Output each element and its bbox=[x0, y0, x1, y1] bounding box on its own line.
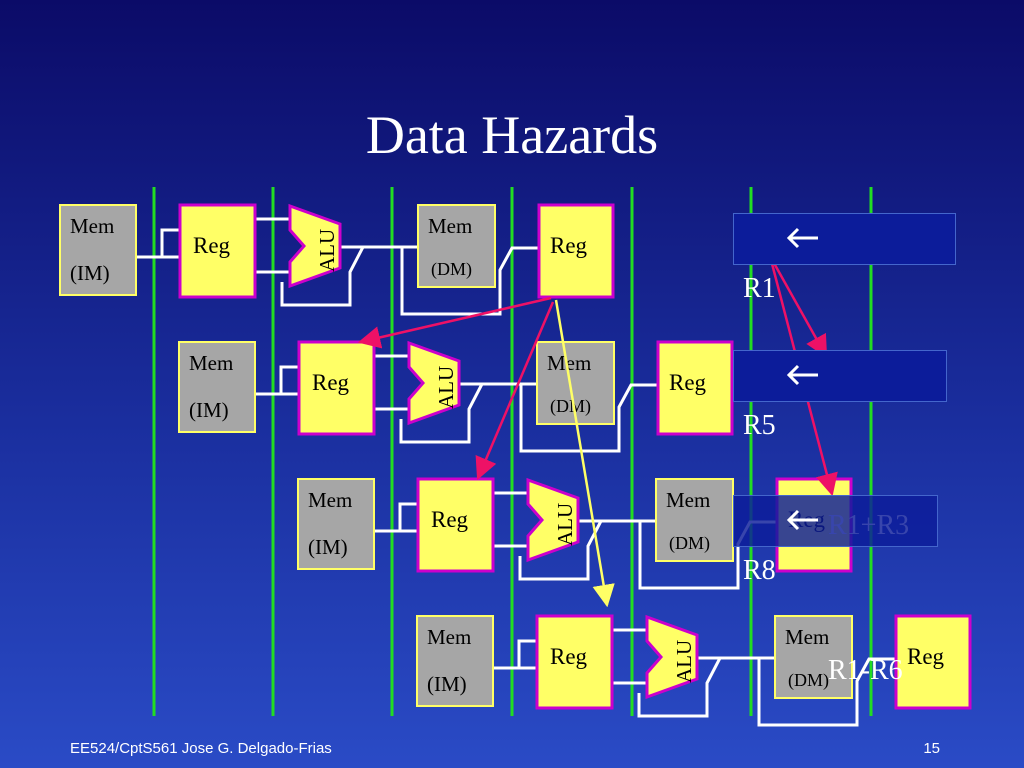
dm-bypass-wire bbox=[519, 383, 658, 453]
page-number: 15 bbox=[923, 740, 940, 757]
alu-label: ALU bbox=[672, 640, 696, 683]
dm-bypass-wire bbox=[400, 246, 539, 316]
im-mem-label: Mem bbox=[70, 214, 114, 238]
register-file-writeback bbox=[894, 614, 972, 710]
cycle-divider-lines bbox=[152, 187, 873, 716]
instruction-3: R8 R1-R6 bbox=[733, 495, 938, 686]
left-arrow-icon bbox=[786, 227, 818, 249]
register-file-writeback bbox=[537, 203, 615, 299]
alu-shape bbox=[526, 477, 580, 563]
dm-bypass-wire bbox=[757, 657, 896, 727]
im-mem-label: Mem bbox=[427, 625, 471, 649]
data-memory-block bbox=[774, 615, 853, 699]
slide-title: Data Hazards bbox=[365, 105, 659, 165]
dm-label: (DM) bbox=[669, 533, 710, 554]
register-file-decode bbox=[297, 340, 376, 436]
instruction-memory-block bbox=[297, 478, 375, 570]
alu-label: ALU bbox=[553, 503, 577, 546]
data-memory-block bbox=[655, 478, 734, 562]
instruction-memory-block bbox=[178, 341, 256, 433]
alu-shape bbox=[288, 203, 342, 289]
reg-label: Reg bbox=[550, 233, 588, 258]
im-label: (IM) bbox=[189, 398, 229, 422]
forward-arrow-row2 bbox=[357, 296, 552, 349]
register-file-decode bbox=[535, 614, 614, 710]
reg-label: Reg bbox=[312, 370, 350, 395]
dm-mem-label: Mem bbox=[785, 625, 829, 649]
dm-mem-label: Mem bbox=[547, 351, 591, 375]
pipeline-row-1: Mem (IM) Reg ALU Mem (DM) Reg bbox=[59, 203, 615, 316]
alu-bypass-wire bbox=[280, 246, 365, 307]
im-mem-label: Mem bbox=[308, 488, 352, 512]
instruction-2: R5 R1+R3 bbox=[733, 350, 947, 541]
reg-label: Reg bbox=[431, 507, 469, 532]
im-to-reg-wire bbox=[494, 639, 537, 670]
instruction-1-dest: R1 bbox=[743, 273, 776, 304]
im-to-reg-wire bbox=[375, 502, 418, 533]
forward-arrow-row4 bbox=[554, 299, 615, 608]
reg-label: Reg bbox=[193, 233, 231, 258]
instruction-3-dest: R8 bbox=[743, 555, 776, 586]
dependency-arrow-r5 bbox=[768, 255, 828, 358]
reg-label: Reg bbox=[907, 644, 945, 669]
dm-label: (DM) bbox=[431, 259, 472, 280]
instruction-memory-block bbox=[416, 615, 494, 707]
left-arrow-icon bbox=[786, 364, 818, 386]
alu-bypass-wire bbox=[637, 657, 722, 718]
slide-footer: EE524/CptS561 Jose G. Delgado-Frias bbox=[70, 740, 332, 757]
pipeline-row-2: Mem (IM) Reg ALU Mem (DM) Reg bbox=[178, 340, 734, 453]
im-label: (IM) bbox=[308, 535, 348, 559]
im-label: (IM) bbox=[70, 261, 110, 285]
alu-label: ALU bbox=[315, 229, 339, 272]
instruction-1: R1 R2+R3 bbox=[733, 213, 956, 404]
im-to-reg-wire bbox=[137, 228, 180, 259]
im-label: (IM) bbox=[427, 672, 467, 696]
forward-arrow-row3 bbox=[475, 301, 555, 481]
dm-mem-label: Mem bbox=[428, 214, 472, 238]
register-file-writeback bbox=[656, 340, 734, 436]
instruction-2-dest: R5 bbox=[743, 410, 776, 441]
data-memory-block bbox=[417, 204, 496, 288]
alu-bypass-wire bbox=[399, 383, 484, 444]
instruction-memory-block bbox=[59, 204, 137, 296]
alu-bypass-wire bbox=[518, 520, 603, 581]
im-mem-label: Mem bbox=[189, 351, 233, 375]
alu-shape bbox=[645, 614, 699, 700]
im-to-reg-wire bbox=[256, 365, 299, 396]
left-arrow-icon bbox=[786, 509, 818, 531]
pipeline-row-4: Mem (IM) Reg ALU Mem (DM) Reg bbox=[416, 614, 972, 727]
register-file-decode bbox=[416, 477, 495, 573]
reg-label: Reg bbox=[550, 644, 588, 669]
alu-label: ALU bbox=[434, 366, 458, 409]
dm-mem-label: Mem bbox=[666, 488, 710, 512]
instruction-3-src: R1-R6 bbox=[828, 655, 903, 686]
register-file-decode bbox=[178, 203, 257, 299]
alu-shape bbox=[407, 340, 461, 426]
dm-label: (DM) bbox=[788, 670, 829, 691]
reg-label: Reg bbox=[669, 370, 707, 395]
dm-label: (DM) bbox=[550, 396, 591, 417]
